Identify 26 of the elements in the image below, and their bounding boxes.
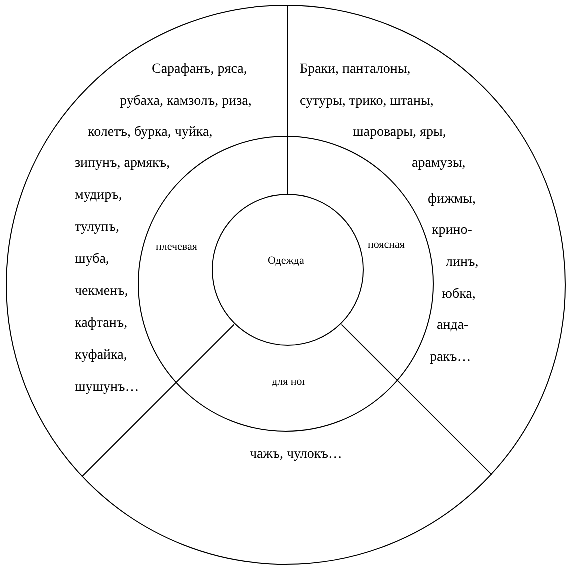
clothing-list: шушунъ… bbox=[75, 380, 140, 396]
clothing-list: ракъ… bbox=[430, 350, 472, 366]
clothing-list: рубаха, камзолъ, риза, bbox=[120, 94, 252, 110]
clothing-list: чекменъ, bbox=[75, 284, 128, 300]
clothing-list: арамузы, bbox=[412, 156, 466, 172]
center-label: Одежда bbox=[268, 254, 304, 269]
clothing-list: колетъ, бурка, чуйка, bbox=[88, 125, 213, 141]
clothing-list: анда- bbox=[437, 318, 469, 334]
clothing-list: шаровары, яры, bbox=[353, 125, 446, 141]
clothing-list: Браки, панталоны, bbox=[300, 62, 411, 78]
clothing-list: юбка, bbox=[442, 287, 476, 303]
clothing-list: зипунъ, армякъ, bbox=[75, 156, 170, 172]
category-label: для ног bbox=[272, 375, 307, 390]
clothing-list: Сарафанъ, ряса, bbox=[152, 62, 248, 78]
clothing-list: чажъ, чулокъ… bbox=[250, 447, 342, 463]
clothing-list: линъ, bbox=[446, 255, 479, 271]
clothing-list: кафтанъ, bbox=[75, 316, 128, 332]
category-label: поясная bbox=[368, 238, 405, 253]
clothing-list: сутуры, трико, штаны, bbox=[300, 94, 434, 110]
clothing-list: тулупъ, bbox=[75, 220, 120, 236]
clothing-list: куфайка, bbox=[75, 348, 128, 364]
clothing-list: фижмы, bbox=[428, 192, 476, 208]
clothing-list: шуба, bbox=[75, 252, 110, 268]
clothing-list: крино- bbox=[432, 223, 472, 239]
clothing-list: мудиръ, bbox=[75, 188, 122, 204]
category-label: плечевая bbox=[156, 240, 198, 255]
